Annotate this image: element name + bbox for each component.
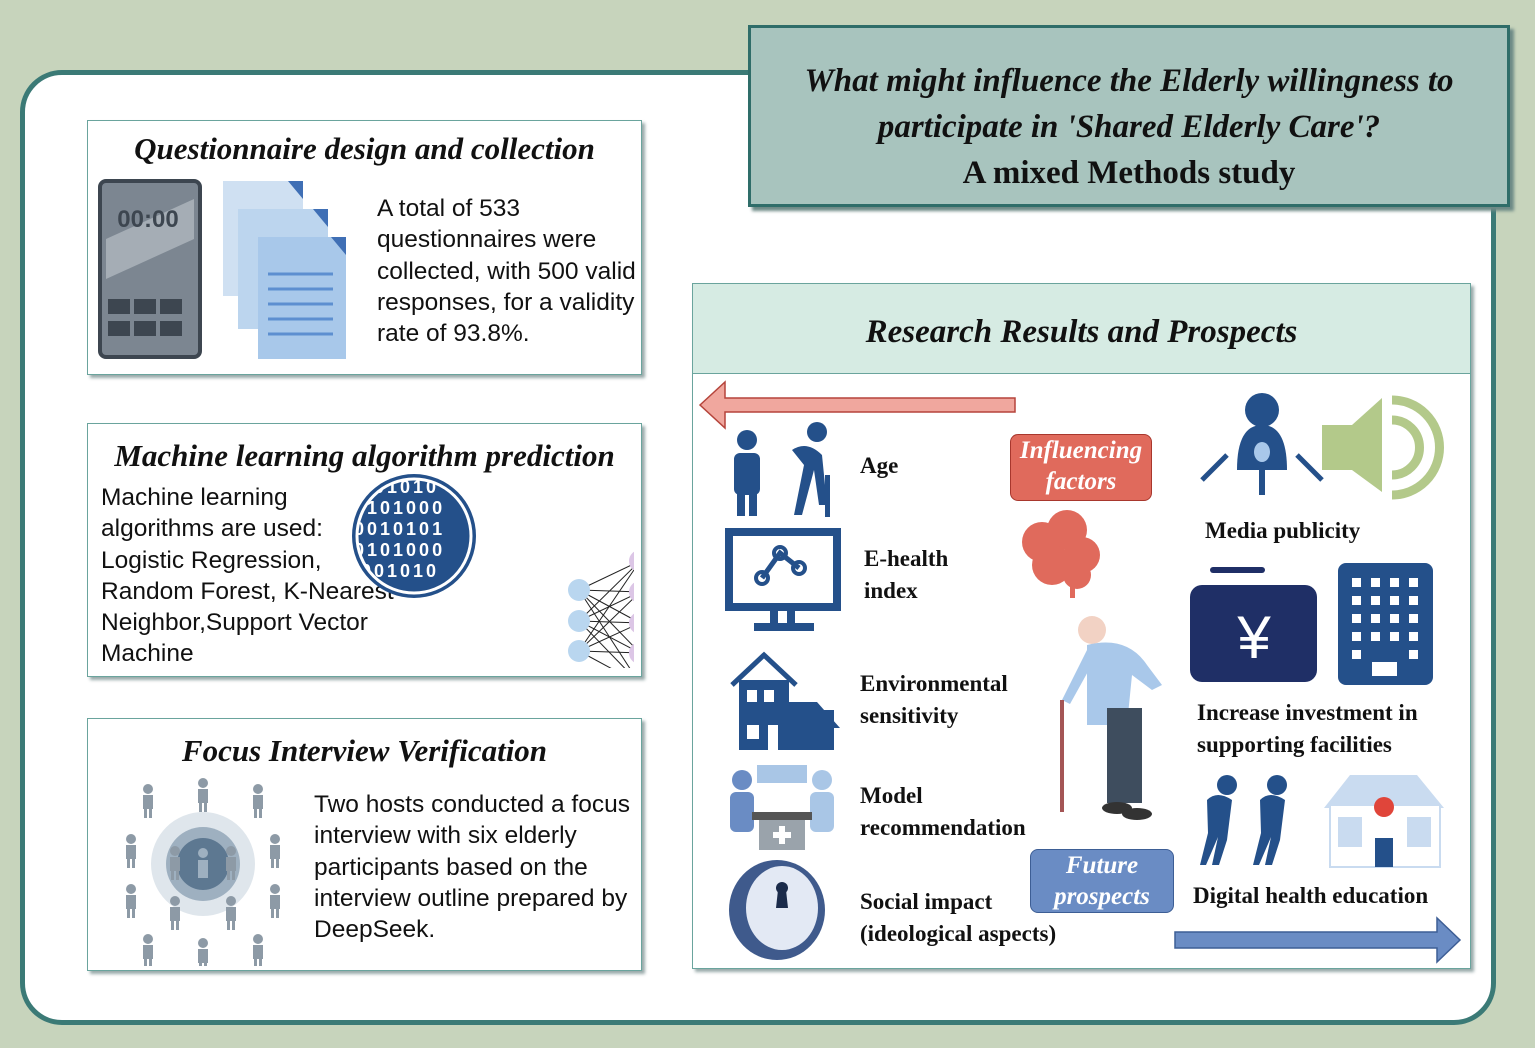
person-icon xyxy=(253,934,263,966)
questionnaire-box: Questionnaire design and collection 00:0… xyxy=(87,120,642,375)
age-icon xyxy=(734,422,830,517)
arrow-left-icon xyxy=(698,380,1016,430)
neuron-node xyxy=(568,579,590,601)
ml-heading: Machine learning algorithm prediction xyxy=(114,438,615,473)
window xyxy=(1371,596,1380,605)
prospect-investment: Increase investment in supporting facili… xyxy=(1197,700,1418,757)
future-prospects-tag: Future prospects xyxy=(1030,849,1174,913)
binary-row: 0010101 xyxy=(354,519,445,539)
window xyxy=(1371,614,1380,623)
factor-age: Age xyxy=(860,453,899,478)
window xyxy=(1390,614,1399,623)
person-icon xyxy=(198,778,208,812)
title-box: What might influence the Elderly willing… xyxy=(748,25,1510,207)
title-line-2: participate in 'Shared Elderly Care'? xyxy=(877,109,1381,145)
title-line-1: What might influence the Elderly willing… xyxy=(804,63,1454,99)
network-edge xyxy=(578,563,634,591)
window xyxy=(1371,578,1380,587)
window xyxy=(1390,596,1399,605)
network-edge xyxy=(578,625,634,652)
window xyxy=(1352,650,1361,659)
influencing-factors-tag: Influencing factors xyxy=(1010,434,1152,501)
window xyxy=(1352,632,1361,641)
focus-group-people-icon xyxy=(126,778,280,966)
monitor-chart-icon xyxy=(725,528,841,631)
media-reporter-icon xyxy=(1200,393,1324,495)
window xyxy=(1390,578,1399,587)
person-icon xyxy=(226,896,236,930)
person-icon xyxy=(253,784,263,818)
prospect-digital: Digital health education xyxy=(1193,883,1429,908)
factor-ehealth: E-health index xyxy=(864,546,949,603)
head-keyhole-icon xyxy=(729,860,825,960)
people-using-phones-icon xyxy=(1200,775,1287,865)
person-icon xyxy=(143,934,153,966)
focus-text: Two hosts conducted a focus interview wi… xyxy=(314,791,630,944)
window xyxy=(1409,650,1418,659)
ml-box: Machine learning algorithm prediction Ma… xyxy=(87,423,642,677)
speaker-icon xyxy=(1322,395,1444,500)
neuron-node xyxy=(568,640,590,662)
person-icon xyxy=(270,834,280,868)
window xyxy=(1352,596,1361,605)
questionnaire-heading: Questionnaire design and collection xyxy=(134,131,595,166)
window xyxy=(1409,614,1418,623)
neuron-node xyxy=(629,613,634,633)
yen-symbol: ¥ xyxy=(1236,604,1271,671)
brain-icon xyxy=(1022,510,1100,598)
window xyxy=(1409,578,1418,587)
neuron-node xyxy=(568,610,590,632)
window xyxy=(1409,596,1418,605)
person-icon xyxy=(170,896,180,930)
results-header: Research Results and Prospects xyxy=(693,284,1470,374)
prospect-media: Media publicity xyxy=(1205,518,1361,543)
network-edge xyxy=(578,568,634,652)
factor-environment: Environmental sensitivity xyxy=(860,671,1008,728)
window xyxy=(1371,632,1380,641)
factor-model: Model recommendation xyxy=(860,783,1026,840)
network-edge xyxy=(578,650,612,668)
network-edge xyxy=(578,566,634,622)
elderly-man-with-cane-icon xyxy=(1060,616,1162,820)
person-icon xyxy=(226,846,236,880)
neuron-node xyxy=(629,643,634,663)
money-bag-yen-icon: ¥ xyxy=(1190,567,1317,682)
window xyxy=(1352,614,1361,623)
person-icon xyxy=(143,784,153,818)
person-icon xyxy=(126,884,136,918)
person-icon xyxy=(270,884,280,918)
focus-heading: Focus Interview Verification xyxy=(181,733,548,768)
person-icon xyxy=(126,834,136,868)
binary-row: 001010 xyxy=(361,561,439,581)
focus-box: Focus Interview Verification Two hosts c… xyxy=(87,718,642,971)
arrow-right-icon xyxy=(1174,916,1462,964)
results-heading: Research Results and Prospects xyxy=(865,314,1298,350)
factor-social: Social impact (ideological aspects) xyxy=(860,889,1057,946)
binary-row: 0101000 xyxy=(354,498,445,518)
phone-documents-icon: 00:00 xyxy=(98,179,346,359)
network-edge xyxy=(578,597,634,652)
phone-clock: 00:00 xyxy=(117,206,178,233)
person-icon xyxy=(170,846,180,880)
window xyxy=(1352,578,1361,587)
results-graphics: ¥ xyxy=(698,380,1462,964)
title-line-3: A mixed Methods study xyxy=(962,155,1296,191)
neuron-node xyxy=(629,582,634,602)
school-building-icon xyxy=(1324,775,1444,868)
questionnaire-text: A total of 533 questionnaires were colle… xyxy=(377,195,636,348)
binary-row: 0101000 xyxy=(354,540,445,560)
office-building-icon xyxy=(1338,563,1433,685)
window xyxy=(1409,632,1418,641)
person-icon xyxy=(198,938,208,966)
house-icon xyxy=(730,651,840,750)
window xyxy=(1390,632,1399,641)
ml-text: Machine learning algorithms are used: Lo… xyxy=(101,484,394,668)
neuron-node xyxy=(629,551,634,571)
consultation-icon xyxy=(730,765,834,850)
